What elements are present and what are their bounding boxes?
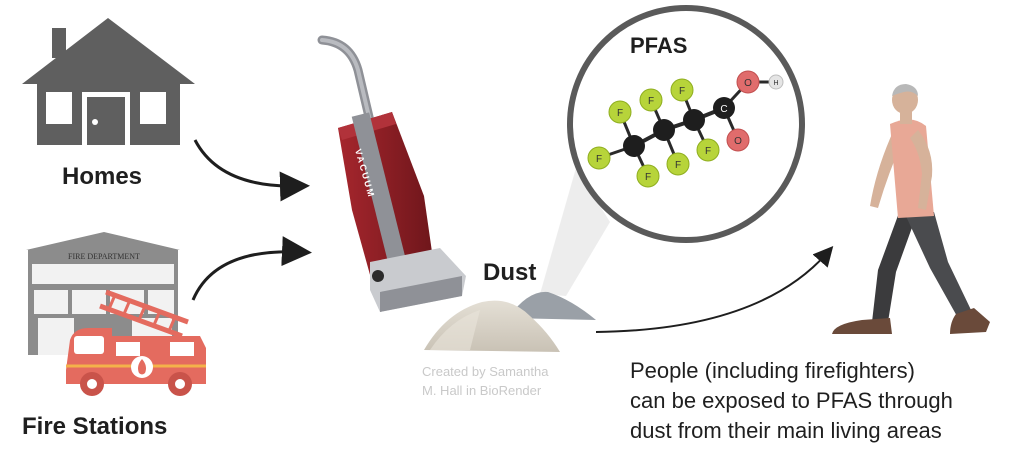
atom-h: H bbox=[773, 80, 778, 87]
atom-f: F bbox=[596, 154, 602, 165]
atom-f: F bbox=[705, 146, 711, 157]
biorender-credit: Created by Samantha M. Hall in BioRender bbox=[422, 362, 548, 400]
caption-line: dust from their main living areas bbox=[630, 418, 942, 443]
caption-line: can be exposed to PFAS through bbox=[630, 388, 953, 413]
credit-line: Created by Samantha bbox=[422, 364, 549, 379]
atom-f: F bbox=[648, 96, 654, 107]
atom-o: O bbox=[734, 136, 742, 147]
fire-truck-icon bbox=[66, 289, 206, 396]
atom-f: F bbox=[645, 172, 651, 183]
house-icon bbox=[22, 18, 195, 145]
pfas-molecule-icon bbox=[587, 70, 784, 188]
pfas-magnifier: F F F F F F F C O O H bbox=[567, 5, 805, 243]
atom-f: F bbox=[675, 160, 681, 171]
atom-f: F bbox=[679, 86, 685, 97]
homes-label: Homes bbox=[62, 163, 143, 190]
firestation-to-vacuum-arrow bbox=[191, 236, 312, 301]
dust-label: Dust bbox=[483, 259, 537, 286]
vacuum-cleaner-icon bbox=[317, 35, 466, 312]
walking-person-icon bbox=[832, 84, 990, 334]
fire-stations-label: Fire Stations bbox=[22, 413, 168, 440]
caption-line: People (including firefighters) bbox=[630, 358, 915, 383]
atom-f: F bbox=[617, 108, 623, 119]
dust-to-person-arrow bbox=[595, 245, 834, 333]
credit-line: M. Hall in BioRender bbox=[422, 383, 542, 398]
magnifier-cone bbox=[540, 168, 610, 296]
pfas-label: PFAS bbox=[630, 33, 688, 58]
atom-o: O bbox=[744, 78, 752, 89]
homes-to-vacuum-arrow bbox=[193, 139, 310, 202]
exposure-caption: People (including firefighters) can be e… bbox=[630, 356, 1020, 446]
dust-pile-icon bbox=[424, 291, 596, 352]
fire-department-sign: FIRE DEPARTMENT bbox=[68, 252, 140, 261]
atom-c: C bbox=[720, 104, 727, 115]
